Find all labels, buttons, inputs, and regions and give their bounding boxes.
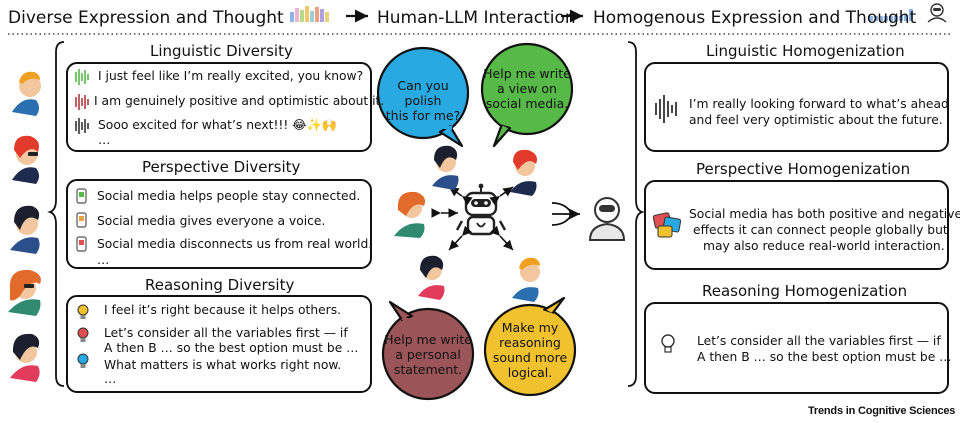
perspective-homogenization-title: Perspective Homogenization (696, 160, 911, 178)
linguistic-line: Sooo excited for what’s next!!! 😂✨🙌 (98, 118, 338, 132)
header-interaction: Human-LLM Interaction (377, 8, 576, 28)
perspective-line: Social media helps people stay connected… (97, 189, 361, 203)
perspective-homogenized-line: effects it can connect people globally b… (693, 223, 948, 237)
reasoning-line: Let’s consider all the variables first —… (104, 326, 348, 340)
perspective-diversity-title: Perspective Diversity (142, 158, 301, 176)
person-icon-4 (8, 269, 41, 316)
header-homogenous: Homogenous Expression and Thought (593, 8, 917, 28)
linguistic-ellipsis: … (98, 133, 111, 147)
output-robot-icon (588, 197, 626, 241)
small-robot-icon (927, 3, 947, 23)
perspective-line: Social media disconnects us from real wo… (97, 237, 373, 251)
perspective-diversity-box (66, 179, 372, 269)
perspective-homogenized-line: Social media has both positive and negat… (689, 207, 960, 221)
waveform-icon-homogenized (655, 95, 677, 123)
reasoning-homogenized-line: Let’s consider all the variables first —… (697, 334, 941, 348)
social-collage-icon (652, 212, 682, 238)
reasoning-diversity-title: Reasoning Diversity (145, 276, 295, 294)
convergence-arrows (551, 202, 580, 226)
lightbulb-icon (77, 304, 89, 368)
linguistic-diversity-title: Linguistic Diversity (150, 42, 293, 60)
person-bottom-left (418, 255, 445, 300)
lightbulb-outline-icon (661, 334, 675, 353)
reasoning-homogenization-title: Reasoning Homogenization (702, 282, 908, 300)
linguistic-homogenized-line: I’m really looking forward to what’s ahe… (689, 97, 949, 111)
person-bottom-right (512, 257, 540, 302)
bubble-personal-statement (381, 300, 475, 401)
header-diverse: Diverse Expression and Thought (8, 8, 284, 28)
waveform-icon-red (75, 94, 89, 110)
right-brace (627, 41, 645, 387)
reasoning-line: A then B … so the best option must be … (104, 341, 359, 355)
homogenous-bars-icon (869, 9, 913, 21)
waveform-icon-dark (75, 118, 89, 134)
linguistic-line: I am genuinely positive and optimistic a… (94, 94, 385, 108)
perspective-ellipsis: … (97, 253, 110, 267)
waveform-icon-green (75, 69, 89, 85)
linguistic-line: I just feel like I’m really excited, you… (98, 69, 364, 83)
perspective-line: Social media gives everyone a voice. (97, 214, 326, 228)
person-icon-3 (10, 205, 40, 254)
linguistic-homogenization-box (644, 62, 949, 152)
perspective-homogenized-line: may also reduce real-world interaction. (703, 239, 945, 253)
diverse-bars-icon (290, 6, 329, 22)
bubble-reasoning (483, 296, 577, 397)
reasoning-diversity-box (66, 295, 372, 393)
person-icon-2 (12, 135, 39, 184)
bubble-social-view (480, 42, 574, 148)
reasoning-ellipsis: … (104, 372, 117, 386)
robot-icon (455, 183, 507, 236)
journal-source: Trends in Cognitive Sciences (808, 405, 956, 417)
person-icon-1 (12, 71, 41, 116)
linguistic-homogenization-title: Linguistic Homogenization (706, 42, 905, 60)
perspective-homogenization-box (644, 180, 949, 270)
reasoning-homogenization-box (644, 302, 949, 394)
person-top-left (432, 145, 459, 190)
linguistic-homogenized-line: and feel very optimistic about the futur… (689, 113, 943, 127)
person-top-right (510, 149, 537, 196)
reasoning-homogenized-line: A then B … so the best option must be … (697, 350, 952, 364)
reasoning-line: What matters is what works right now. (104, 358, 342, 372)
linguistic-diversity-box (66, 62, 372, 152)
person-icon-5 (10, 333, 40, 382)
person-left (394, 191, 425, 238)
left-brace (47, 41, 65, 387)
bubble-polish (376, 46, 470, 148)
social-media-icon (76, 188, 87, 252)
reasoning-line: I feel it’s right because it helps other… (104, 303, 342, 317)
